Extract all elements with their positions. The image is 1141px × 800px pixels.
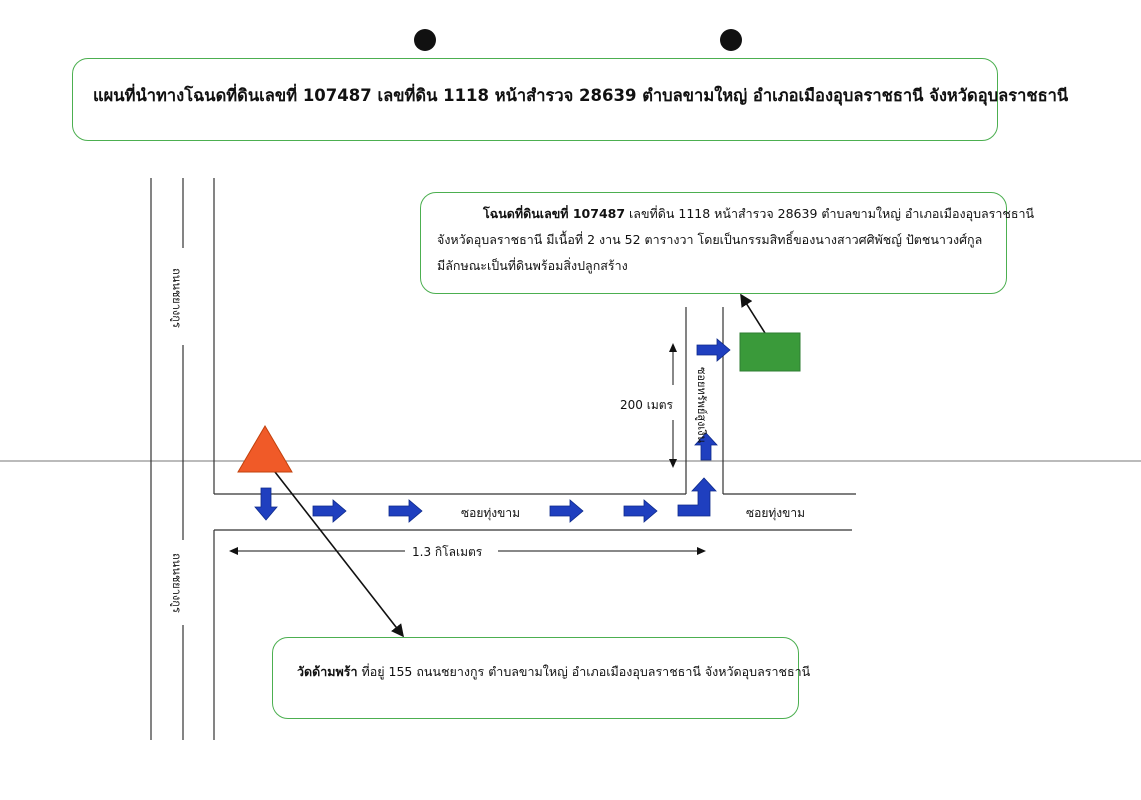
deed-line-2: จังหวัดอุบลราชธานี มีเนื้อที่ 2 งาน 52 ต… (437, 232, 983, 247)
temple-name: วัดด้ามพร้า (297, 664, 358, 679)
dimension-1-3km-arrow-left (229, 547, 238, 555)
dimension-200m-arrow-up (669, 343, 677, 352)
arrow-right-icon (312, 499, 347, 523)
deed-line-1-text: เลขที่ดิน 1118 หน้าสำรวจ 28639 ตำบลขามให… (625, 206, 1035, 221)
triangle-icon (237, 425, 293, 473)
page-title: แผนที่นำทางโฉนดที่ดินเลขที่ 107487 เลขที… (93, 86, 1069, 105)
distance-1-3km-label: 1.3 กิโลเมตร (412, 543, 483, 562)
route-arrow-up (694, 432, 718, 461)
dimension-1-3km-arrow-right (697, 547, 706, 555)
soi-thung-kham-label-1: ซอยทุ่งขาม (461, 504, 521, 523)
deed-info-box: โฉนดที่ดินเลขที่ 107487 เลขที่ดิน 1118 ห… (420, 192, 1034, 294)
punch-hole-right (720, 29, 742, 51)
deed-number: โฉนดที่ดินเลขที่ 107487 (483, 206, 626, 221)
temple-info-box: วัดด้ามพร้า ที่อยู่ 155 ถนนชยางกูร ตำบลข… (272, 637, 810, 719)
arrow-right-icon (388, 499, 423, 523)
temple-leader-line (267, 462, 404, 638)
deed-line-3: มีลักษณะเป็นที่ดินพร้อมสิ่งปลูกสร้าง (437, 258, 628, 273)
arrow-right-icon (623, 499, 658, 523)
distance-200m-label: 200 เมตร (620, 396, 673, 415)
route-arrow-down (254, 487, 278, 521)
dimension-200m-arrow-down (669, 459, 677, 468)
land-plot-icon (739, 332, 801, 372)
route-arrow-right-end (696, 338, 731, 362)
soi-sapsung-label: ซอยทรัพย์สูงเงิน (695, 366, 709, 444)
temple-line: วัดด้ามพร้า ที่อยู่ 155 ถนนชยางกูร ตำบลข… (297, 662, 810, 682)
land-leader-line (740, 293, 766, 334)
road-main-label-top: ถนนชยางกูร (169, 268, 183, 328)
temple-address: ที่อยู่ 155 ถนนชยางกูร ตำบลขามใหญ่ อำเภอ… (357, 664, 811, 679)
punch-hole-left (414, 29, 436, 51)
route-arrow-turn-up (677, 477, 717, 517)
soi-thung-kham-label-2: ซอยทุ่งขาม (746, 504, 806, 523)
road-main-label-bottom: ถนนชยางกูร (169, 553, 183, 613)
deed-line-1: โฉนดที่ดินเลขที่ 107487 เลขที่ดิน 1118 ห… (483, 201, 1034, 227)
title-box: แผนที่นำทางโฉนดที่ดินเลขที่ 107487 เลขที… (72, 58, 1068, 141)
arrow-right-icon (549, 499, 584, 523)
